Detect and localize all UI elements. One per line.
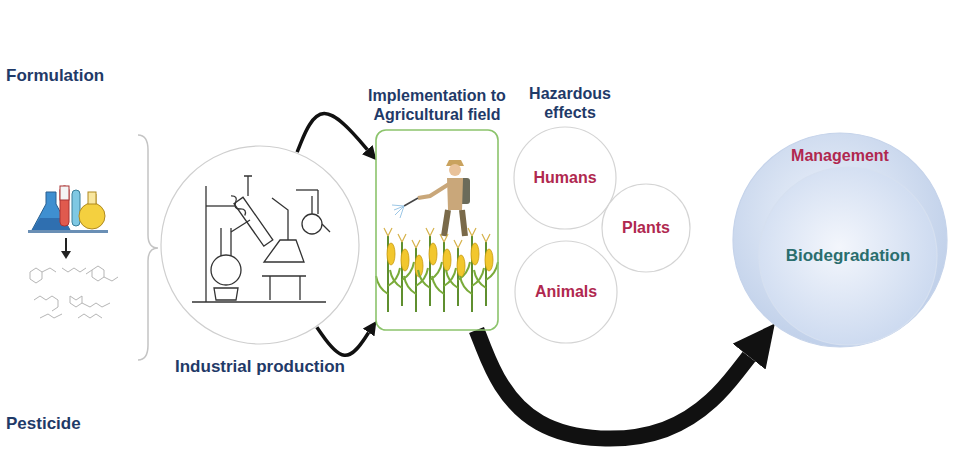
effect-circle: Humans (513, 126, 617, 230)
node-heading: Implementation to Agricultural field (362, 86, 512, 124)
node-label: Biodegradation (786, 246, 911, 266)
biodegradation-circle: Biodegradation (758, 166, 938, 346)
section-label: Pesticide (6, 414, 81, 434)
node-label: Plants (622, 218, 670, 237)
section-label: Formulation (6, 66, 104, 86)
section-heading: Hazardous effects (510, 84, 630, 122)
node-outline (160, 145, 360, 345)
effect-circle: Plants (601, 183, 691, 273)
node-label: Humans (533, 168, 596, 187)
node-label: Animals (535, 282, 597, 301)
process-circle: Industrial production (160, 145, 360, 345)
chemical-structures (30, 266, 118, 318)
node-label: Management (791, 146, 889, 165)
flow-arrow (297, 114, 367, 153)
flask-icon (28, 186, 108, 233)
lab-apparatus (192, 176, 330, 302)
node-heading: Industrial production (175, 357, 345, 377)
management-circle: ManagementBiodegradation (732, 132, 948, 348)
corn-field (376, 228, 498, 312)
field-box: Implementation to Agricultural field (376, 130, 498, 330)
farmer-spraying (392, 160, 470, 236)
flow-arrow (477, 330, 749, 439)
effect-circle: Animals (514, 240, 618, 344)
down-arrow (61, 238, 71, 259)
flow-arrow (317, 327, 369, 355)
node-outline (376, 130, 498, 330)
bracket (138, 135, 158, 360)
